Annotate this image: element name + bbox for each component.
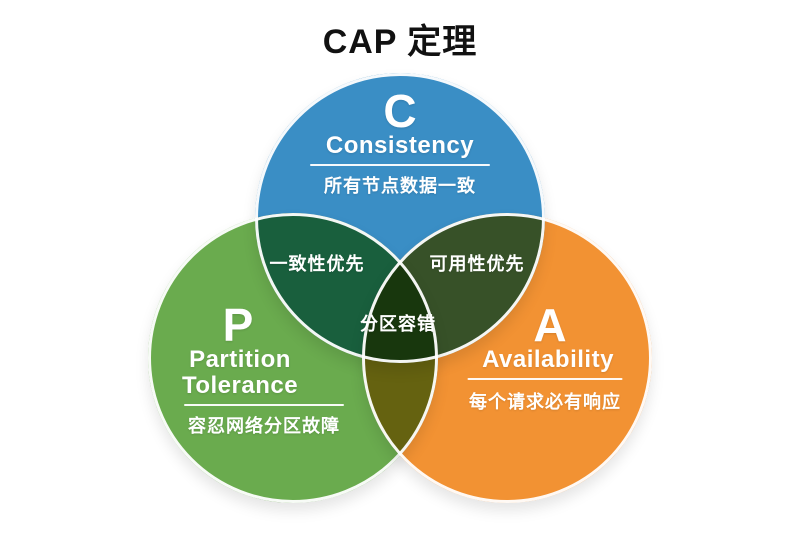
consistency-name: Consistency	[325, 132, 475, 159]
consistency-divider	[310, 164, 490, 166]
overlap-center-label: 分区容错	[360, 314, 436, 334]
partition-divider	[184, 404, 344, 406]
overlap-consistency-partition-label: 一致性优先	[269, 254, 365, 274]
availability-divider	[467, 378, 623, 380]
partition-name-line1: Partition	[189, 346, 291, 373]
diagram-title: CAP 定理	[322, 23, 478, 61]
partition-name-line2: Tolerance	[181, 372, 299, 399]
consistency-description: 所有节点数据一致	[324, 176, 476, 196]
availability-description: 每个请求必有响应	[469, 392, 621, 412]
partition-description: 容忍网络分区故障	[188, 416, 340, 436]
partition-letter: P	[222, 299, 254, 351]
consistency-letter: C	[383, 85, 417, 137]
availability-name: Availability	[482, 346, 614, 373]
availability-letter: A	[533, 299, 567, 351]
overlap-consistency-availability-label: 可用性优先	[429, 254, 525, 274]
availability-circle-outline	[362, 213, 652, 503]
